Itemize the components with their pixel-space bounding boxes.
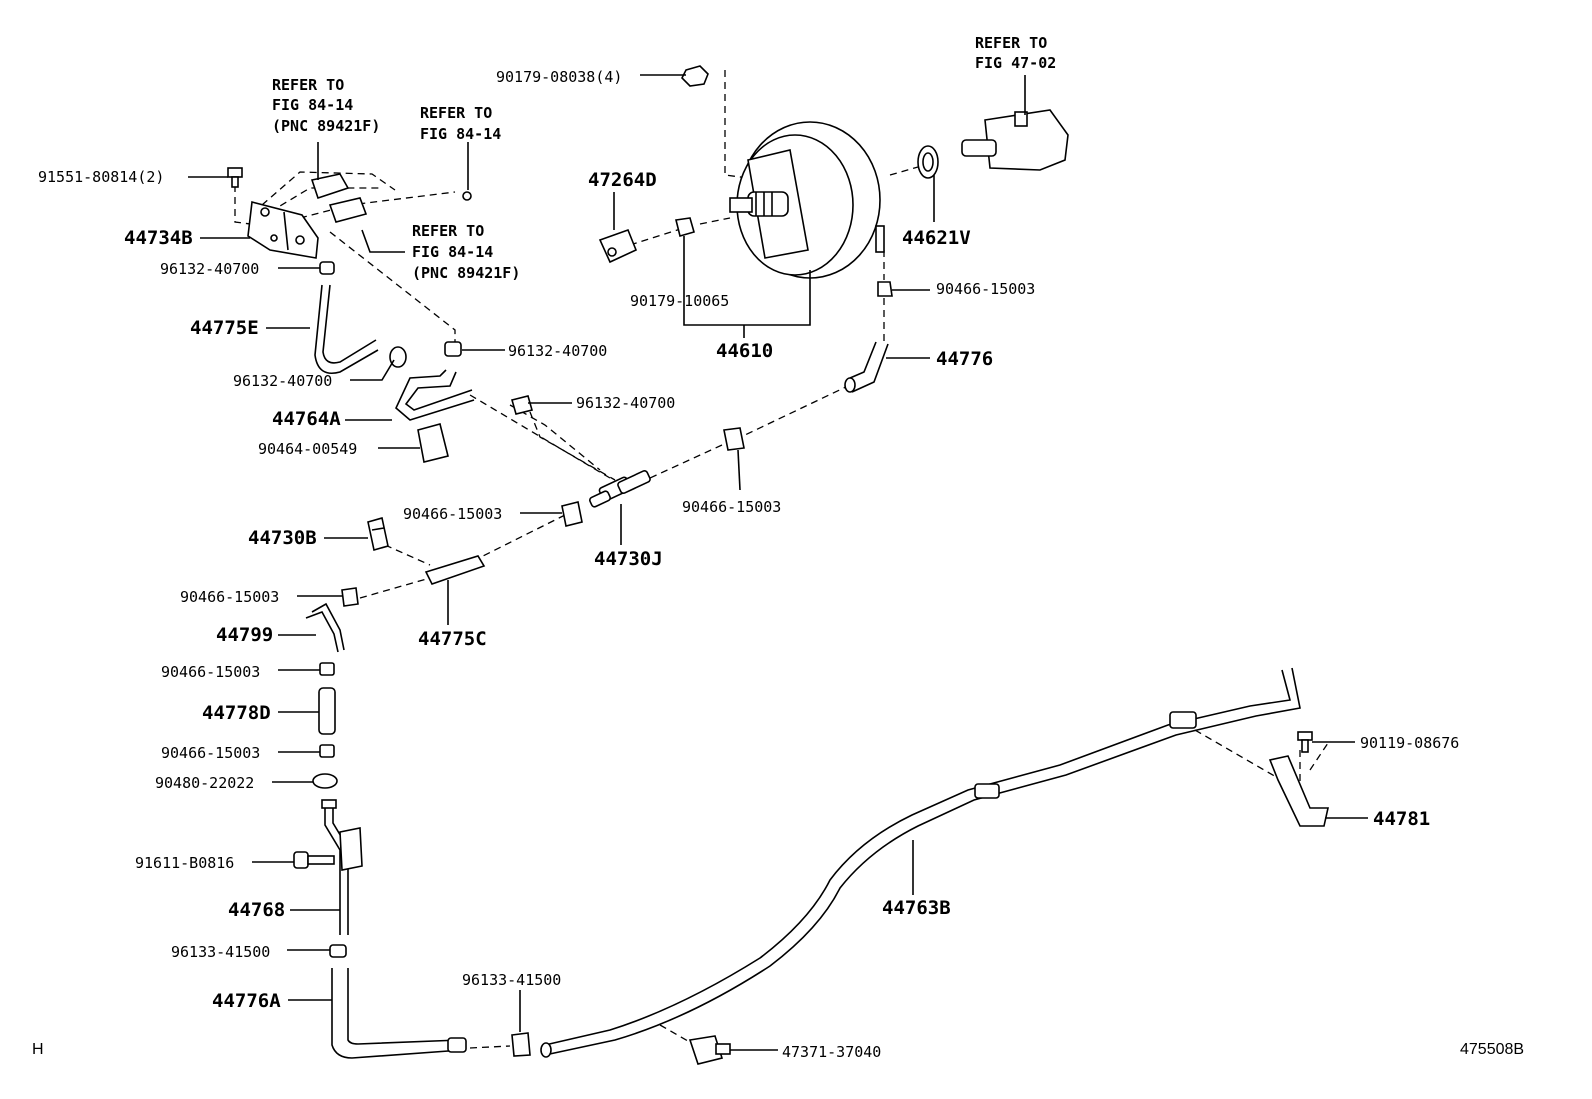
part-label-96133-41500-b: 96133-41500 [462,971,561,989]
leader-lines [188,74,1368,1051]
corner-code-left: H [32,1041,44,1058]
pipe-44799-graphic [305,602,345,653]
part-label-44776: 44776 [936,348,993,370]
part-label-44778d: 44778D [202,702,271,724]
nut-90179-10065-graphic [675,217,695,237]
bracket-44734b-graphic [247,200,319,259]
part-label-90179-08038: 90179-08038(4) [496,68,622,86]
svg-text:FIG 84-14: FIG 84-14 [412,243,493,261]
part-label-44764a: 44764A [272,408,341,430]
hose-44778d-graphic [318,687,336,735]
part-label-44768: 44768 [228,899,285,921]
svg-text:(PNC 89421F): (PNC 89421F) [272,117,380,135]
reference-fig-84-14-c: REFER TO FIG 84-14 (PNC 89421F) [412,222,520,282]
part-label-90466-15003-a: 90466-15003 [936,280,1035,298]
brake-booster-graphic [729,121,885,279]
part-label-90466-15003-b: 90466-15003 [682,498,781,516]
part-label-90480-22022: 90480-22022 [155,774,254,792]
part-label-44775c: 44775C [418,628,487,650]
reference-fig-84-14-b: REFER TO FIG 84-14 [420,104,501,143]
hose-44764a-graphic [395,369,475,421]
assembly-dashed-lines [234,70,1331,1049]
part-label-44621v: 44621V [902,227,971,249]
svg-text:REFER TO: REFER TO [975,34,1047,52]
part-label-90466-15003-f: 90466-15003 [161,744,260,762]
part-label-90466-15003-d: 90466-15003 [180,588,279,606]
part-label-44776a: 44776A [212,990,281,1012]
svg-text:FIG 84-14: FIG 84-14 [420,125,501,143]
part-label-96133-41500-a: 96133-41500 [171,943,270,961]
part-label-44763b: 44763B [882,897,951,919]
hose-44775e-graphic [314,284,379,374]
part-label-44781: 44781 [1373,808,1430,830]
part-label-44775e: 44775E [190,317,259,339]
svg-text:FIG 84-14: FIG 84-14 [272,96,353,114]
part-label-90179-10065: 90179-10065 [630,292,729,310]
svg-text:(PNC 89421F): (PNC 89421F) [412,264,520,282]
svg-text:REFER TO: REFER TO [412,222,484,240]
clip-44730b-graphic [367,516,389,552]
bolt-91551-graphic [227,167,243,188]
reference-fig-47-02: REFER TO FIG 47-02 [975,34,1056,72]
hose-44776a-graphic [331,968,467,1059]
svg-text:REFER TO: REFER TO [272,76,344,94]
tee-joint-44730j-graphic [589,469,651,508]
pipe-44763b-graphic [540,667,1301,1058]
clamp-graphics [312,261,893,1057]
reference-fig-84-14-a: REFER TO FIG 84-14 (PNC 89421F) [272,76,380,135]
part-label-44610: 44610 [716,340,773,362]
part-label-96132-40700-b: 96132-40700 [508,342,607,360]
part-label-96132-40700-d: 96132-40700 [576,394,675,412]
bracket-44781-graphic [1268,731,1329,827]
part-label-96132-40700-c: 96132-40700 [233,372,332,390]
hose-44776-graphic [844,341,889,393]
part-label-44730b: 44730B [248,527,317,549]
part-label-91551-80814: 91551-80814(2) [38,168,164,186]
part-label-44799: 44799 [216,624,273,646]
part-label-47264d: 47264D [588,169,657,191]
master-cylinder-graphic [961,109,1069,171]
part-label-44730j: 44730J [594,548,663,570]
part-label-91611-b0816: 91611-B0816 [135,854,234,872]
sensor-graphic [310,173,472,223]
part-labels: 91551-80814(2) 44734B 96132-40700 44775E… [38,68,1459,1061]
part-label-90464-00549: 90464-00549 [258,440,357,458]
svg-text:FIG 47-02: FIG 47-02 [975,54,1056,72]
pipe-44768-graphic [293,799,363,935]
part-label-90119-08676: 90119-08676 [1360,734,1459,752]
part-label-47371-37040: 47371-37040 [782,1043,881,1061]
part-label-44734b: 44734B [124,227,193,249]
clevis-47264d-graphic [598,228,638,264]
illustration-number: 475508B [1460,1041,1524,1058]
seal-44621v-graphic [917,145,939,179]
nut-90179-08038-graphic [681,65,709,87]
part-label-90466-15003-c: 90466-15003 [403,505,502,523]
clamp-47371-graphic [688,1035,731,1065]
hose-44775c-graphic [424,555,486,585]
part-label-96132-40700-a: 96132-40700 [160,260,259,278]
svg-text:REFER TO: REFER TO [420,104,492,122]
part-label-90466-15003-e: 90466-15003 [161,663,260,681]
